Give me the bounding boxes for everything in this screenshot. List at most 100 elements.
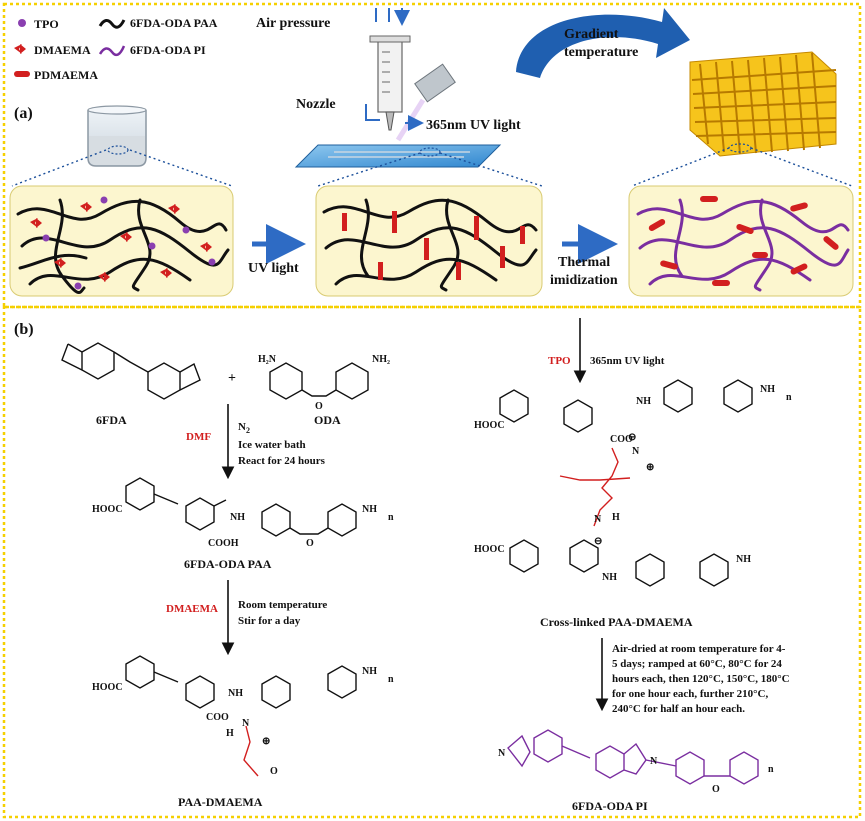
- pd-n-sub: n: [388, 674, 394, 685]
- beaker-icon: [87, 105, 147, 167]
- paa-nh-amide: NH: [230, 512, 245, 523]
- paa-n-sub: n: [388, 512, 394, 523]
- pdmaema-crosslinks: [342, 211, 525, 280]
- airdry-line-4: for one hour each, further 210°C,: [612, 688, 769, 700]
- thermal-line1: Thermal: [558, 255, 610, 270]
- zoom-lines: [11, 147, 853, 187]
- paa-nh-end: NH: [362, 504, 377, 515]
- pd-nh: NH: [228, 688, 243, 699]
- legend: TPO 6FDA-ODA PAA DMAEMA 6FDA-ODA PI PDMA…: [14, 16, 218, 82]
- sixfda-structure: [61, 342, 201, 400]
- pi-chains: [636, 198, 850, 292]
- pd-nh-end: NH: [362, 666, 377, 677]
- legend-dmaema-marker: [14, 44, 26, 54]
- legend-pdmaema-marker: [14, 71, 30, 77]
- paa-chains: [16, 198, 230, 294]
- paa-hooc: HOOC: [92, 504, 123, 515]
- crosslinked-structure: [499, 379, 753, 587]
- pi-structure: [507, 729, 759, 785]
- ice-bath-condition: Ice water bath: [238, 439, 306, 451]
- paa-structure: [125, 477, 357, 537]
- paa-cooh: COOH: [208, 538, 239, 549]
- legend-dmaema-label: DMAEMA: [34, 43, 91, 57]
- pdmaema-rods: [648, 196, 839, 286]
- airdry-line-3: hours each, then 120°C, 150°C, 180°C: [612, 673, 790, 685]
- react-condition: React for 24 hours: [238, 455, 326, 467]
- cl-nh-end: NH: [760, 384, 775, 395]
- gradient-line1: Gradient: [564, 27, 619, 42]
- pi-n-left: N: [498, 748, 506, 759]
- frame-panel-b: [2, 305, 862, 819]
- gradient-line2: temperature: [564, 45, 638, 60]
- air-pressure-label: Air pressure: [256, 16, 330, 31]
- cl-nh-lower: NH: [602, 572, 617, 583]
- paa-dmaema-label: PAA-DMAEMA: [178, 795, 263, 809]
- oda-structure: [269, 362, 369, 400]
- cl-minus-top: ⊖: [628, 432, 636, 443]
- syringe-printer-icon: Air pressure Nozzle 365nm UV light: [256, 8, 521, 168]
- crosslinked-chains: [322, 198, 538, 292]
- uv-light-label: UV light: [248, 261, 299, 276]
- dmaema-monomers: [30, 202, 212, 282]
- legend-tpo-marker: [18, 19, 26, 27]
- uv-365-label: 365nm UV light: [426, 118, 521, 133]
- cl-n-plus: N: [632, 446, 640, 457]
- paa-structure-label: 6FDA-ODA PAA: [184, 557, 272, 571]
- sixfda-label: 6FDA: [96, 413, 127, 427]
- gradient-temperature-arrow: Gradient temperature: [516, 8, 690, 78]
- oda-label: ODA: [314, 413, 341, 427]
- airdry-conditions: Air-dried at room temperature for 4- 5 d…: [612, 643, 790, 715]
- airdry-line-2: 5 days; ramped at 60°C, 80°C for 24: [612, 658, 782, 670]
- legend-pi-marker: [98, 45, 126, 57]
- pi-n-sub: n: [768, 764, 774, 775]
- lattice-scaffold-icon: [689, 51, 837, 157]
- cl-cooh: HOOC: [474, 420, 505, 431]
- nozzle-label: Nozzle: [296, 97, 336, 112]
- pd-n: N: [242, 718, 250, 729]
- n2-condition: N2: [238, 421, 250, 435]
- cl-coo: COO: [610, 434, 633, 445]
- crosslink-bridge: [559, 447, 631, 527]
- legend-pi-label: 6FDA-ODA PI: [130, 43, 206, 57]
- cl-hooc-lower: HOOC: [474, 544, 505, 555]
- mixture-panel: [9, 185, 234, 297]
- crosslinked-label: Cross-linked PAA-DMAEMA: [540, 615, 693, 629]
- cl-nh-end-lower: NH: [736, 554, 751, 565]
- plus-sign: +: [228, 371, 236, 386]
- pd-coo: COO: [206, 712, 229, 723]
- pi-n-right: N: [650, 756, 658, 767]
- pi-o-ether: O: [712, 784, 720, 795]
- stir-condition: Stir for a day: [238, 615, 301, 627]
- dmf-reagent: DMF: [186, 431, 211, 443]
- oda-h2n: H₂N: [258, 354, 277, 365]
- cl-h-lower: H: [612, 512, 620, 523]
- cl-n-lower: N: [594, 514, 602, 525]
- cl-plus: ⊕: [646, 462, 654, 473]
- room-temp-condition: Room temperature: [238, 599, 327, 611]
- pd-h: H: [226, 728, 234, 739]
- cl-nh: NH: [636, 396, 651, 407]
- uv-365-condition: 365nm UV light: [590, 355, 665, 367]
- legend-paa-marker: [98, 19, 126, 29]
- airdry-line-5: 240°C for half an hour each.: [612, 703, 745, 715]
- cl-minus-lower: ⊖: [594, 536, 602, 547]
- tpo-reagent: TPO: [548, 355, 571, 367]
- panel-b-label: (b): [14, 321, 34, 338]
- paa-dmaema-structure: [125, 655, 357, 709]
- panel-a-label: (a): [14, 105, 33, 122]
- legend-paa-label: 6FDA-ODA PAA: [130, 16, 218, 30]
- nozzle-pointer: [365, 104, 380, 121]
- oda-nh2: NH₂: [372, 354, 390, 365]
- airdry-line-1: Air-dried at room temperature for 4-: [612, 643, 786, 655]
- paa-o-ether: O: [306, 538, 314, 549]
- pd-plus: ⊕: [262, 736, 270, 747]
- pd-hooc: HOOC: [92, 682, 123, 693]
- cl-n-sub-top: n: [786, 392, 792, 403]
- tpo-particles: [42, 196, 216, 290]
- pd-o: O: [270, 766, 278, 777]
- pi-structure-label: 6FDA-ODA PI: [572, 799, 648, 813]
- legend-tpo-label: TPO: [34, 17, 59, 31]
- legend-pdmaema-label: PDMAEMA: [34, 68, 98, 82]
- thermal-line2: imidization: [550, 273, 618, 288]
- dmaema-sidechain: [243, 725, 259, 777]
